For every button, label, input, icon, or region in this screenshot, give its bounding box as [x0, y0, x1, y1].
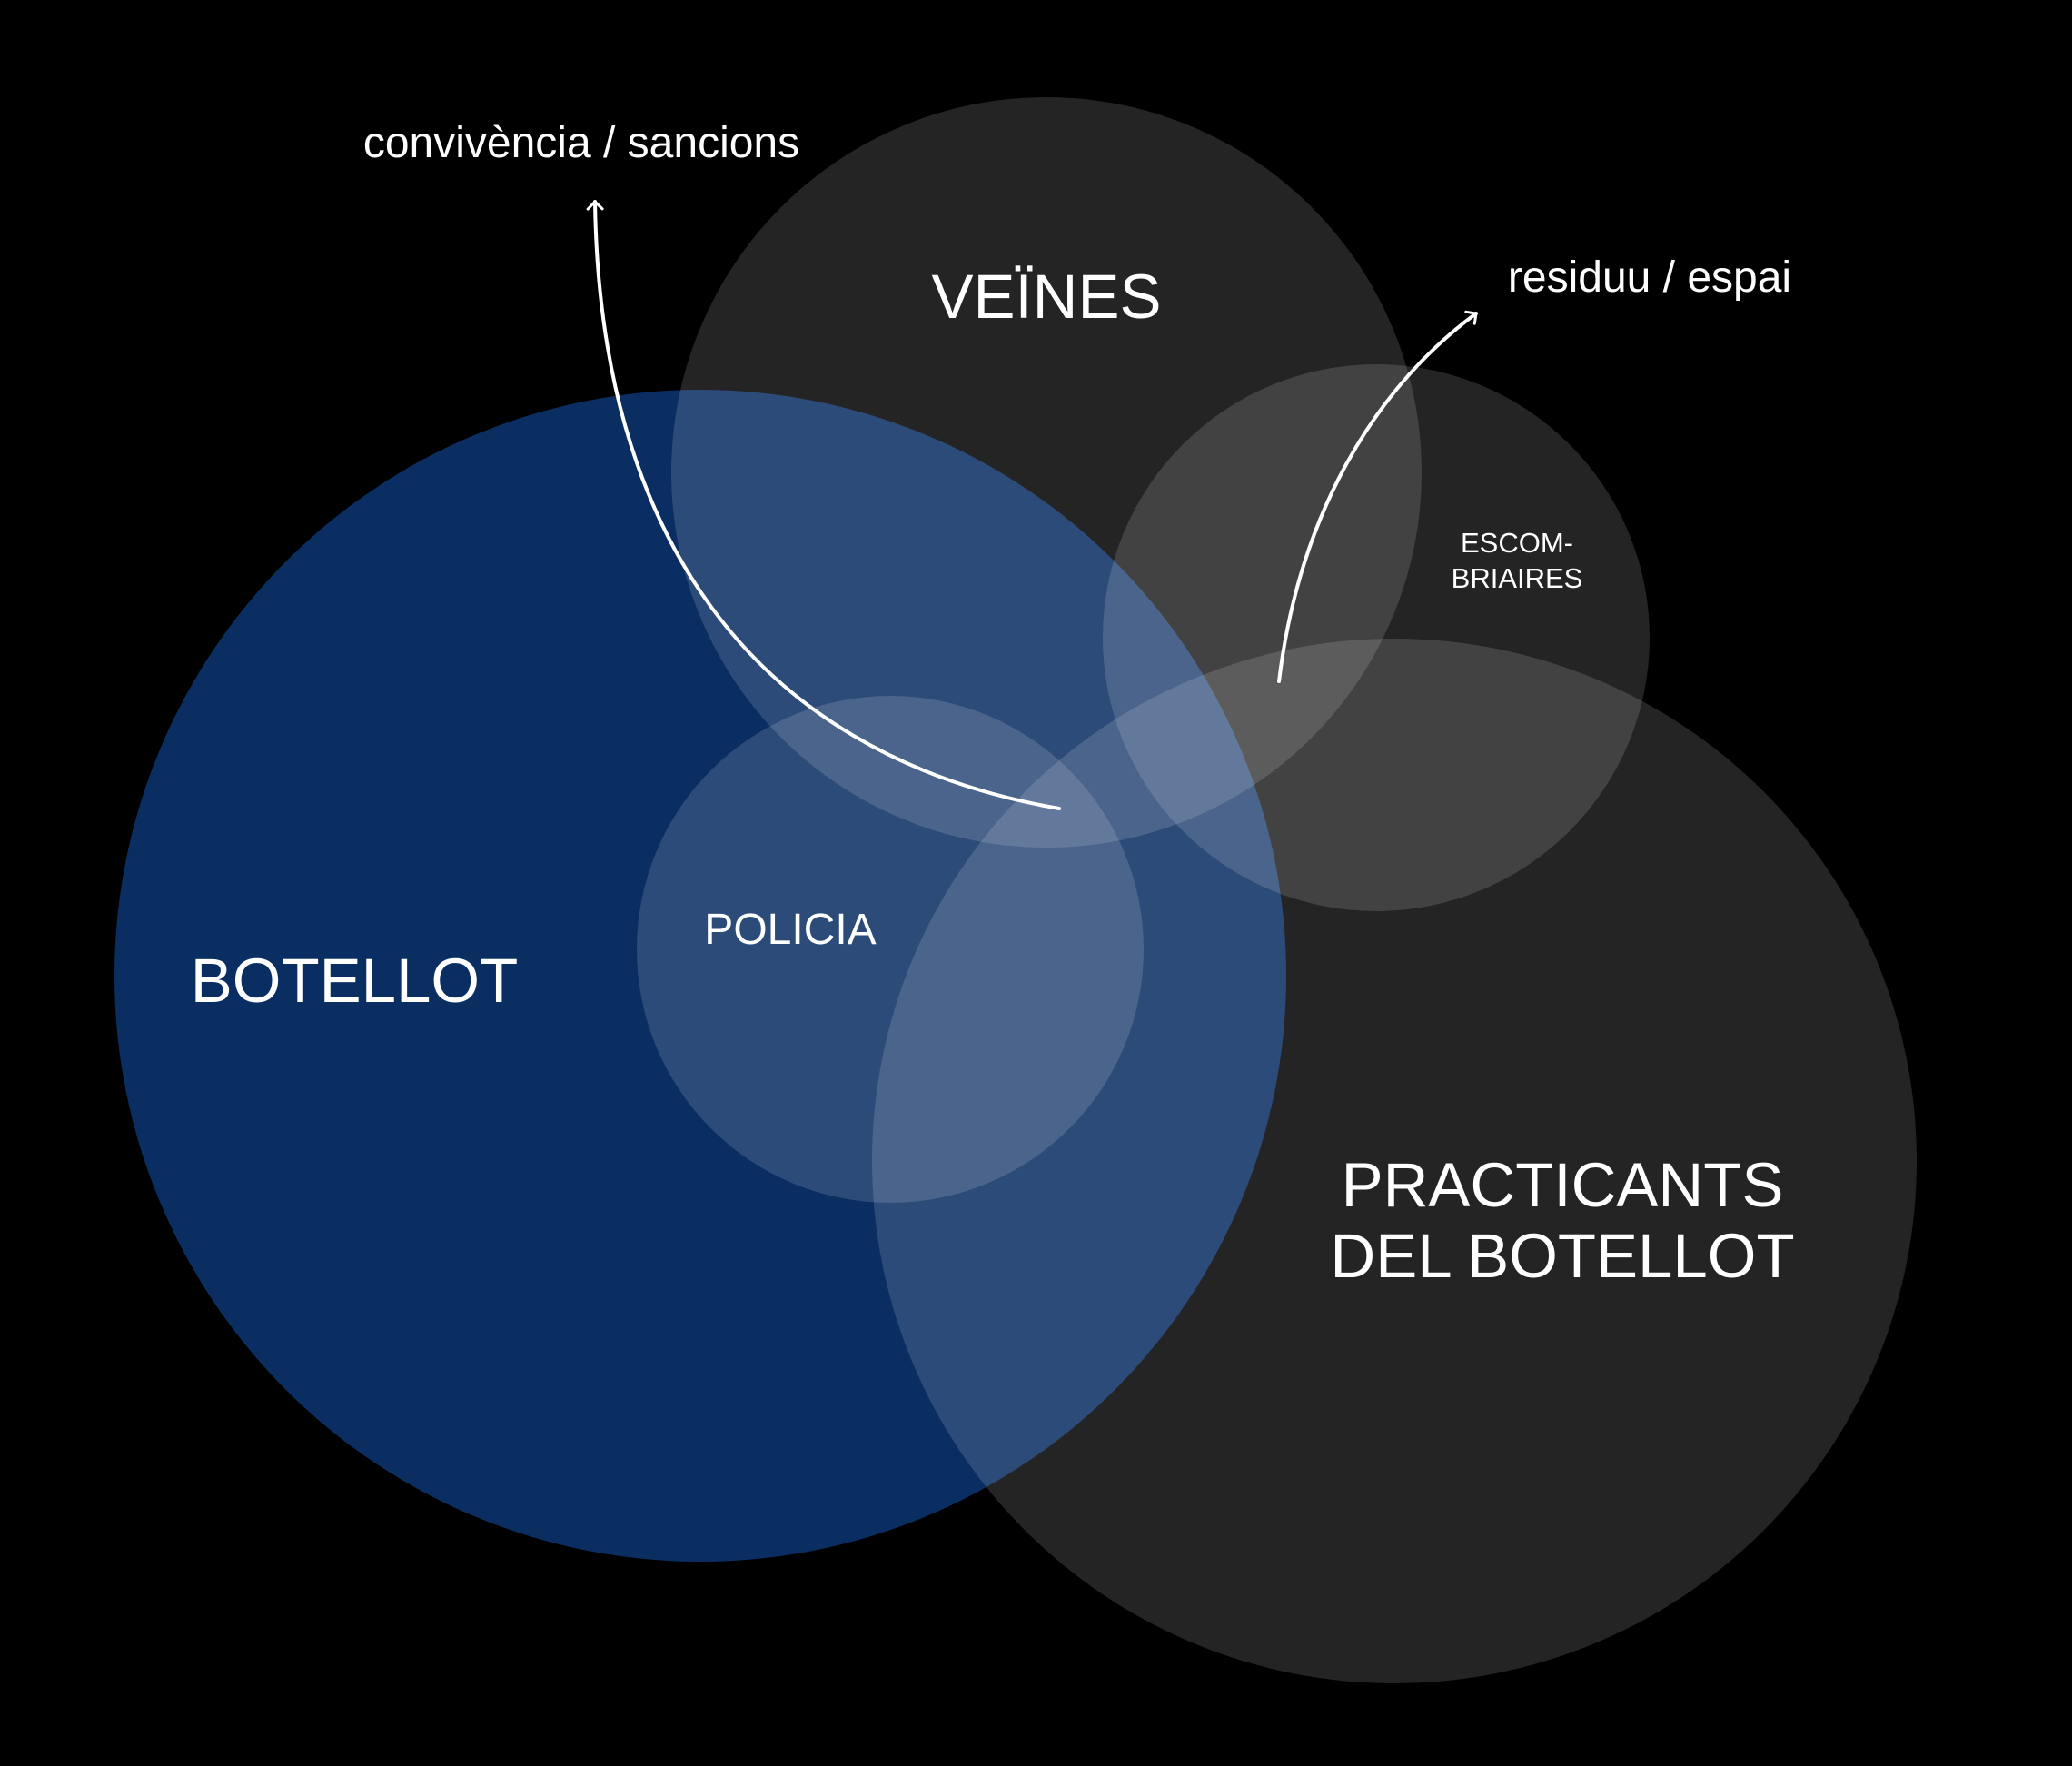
residuu-label: residuu / espai — [1508, 253, 1791, 302]
convivencia-label: convivència / sancions — [363, 119, 799, 167]
practicants-label-line2: DEL BOTELLOT — [1330, 1221, 1794, 1291]
botellot-label: BOTELLOT — [191, 946, 518, 1016]
escombriaires-label-line1: ESCOM- — [1461, 527, 1573, 559]
escombriaires-label-line2: BRIAIRES — [1452, 562, 1583, 594]
policia-label: POLICIA — [704, 906, 876, 954]
convivencia-arrow — [586, 200, 1061, 810]
practicants-label-line1: PRACTICANTS — [1342, 1150, 1784, 1220]
residuu-arrow — [1277, 310, 1478, 683]
policia-circle — [637, 696, 1144, 1203]
botellot-circle — [114, 390, 1286, 1562]
veines-label: VEÏNES — [931, 262, 1161, 332]
escombriaires-circle — [1103, 364, 1650, 911]
practicants-circle — [872, 639, 1917, 1683]
veines-circle — [671, 97, 1422, 848]
